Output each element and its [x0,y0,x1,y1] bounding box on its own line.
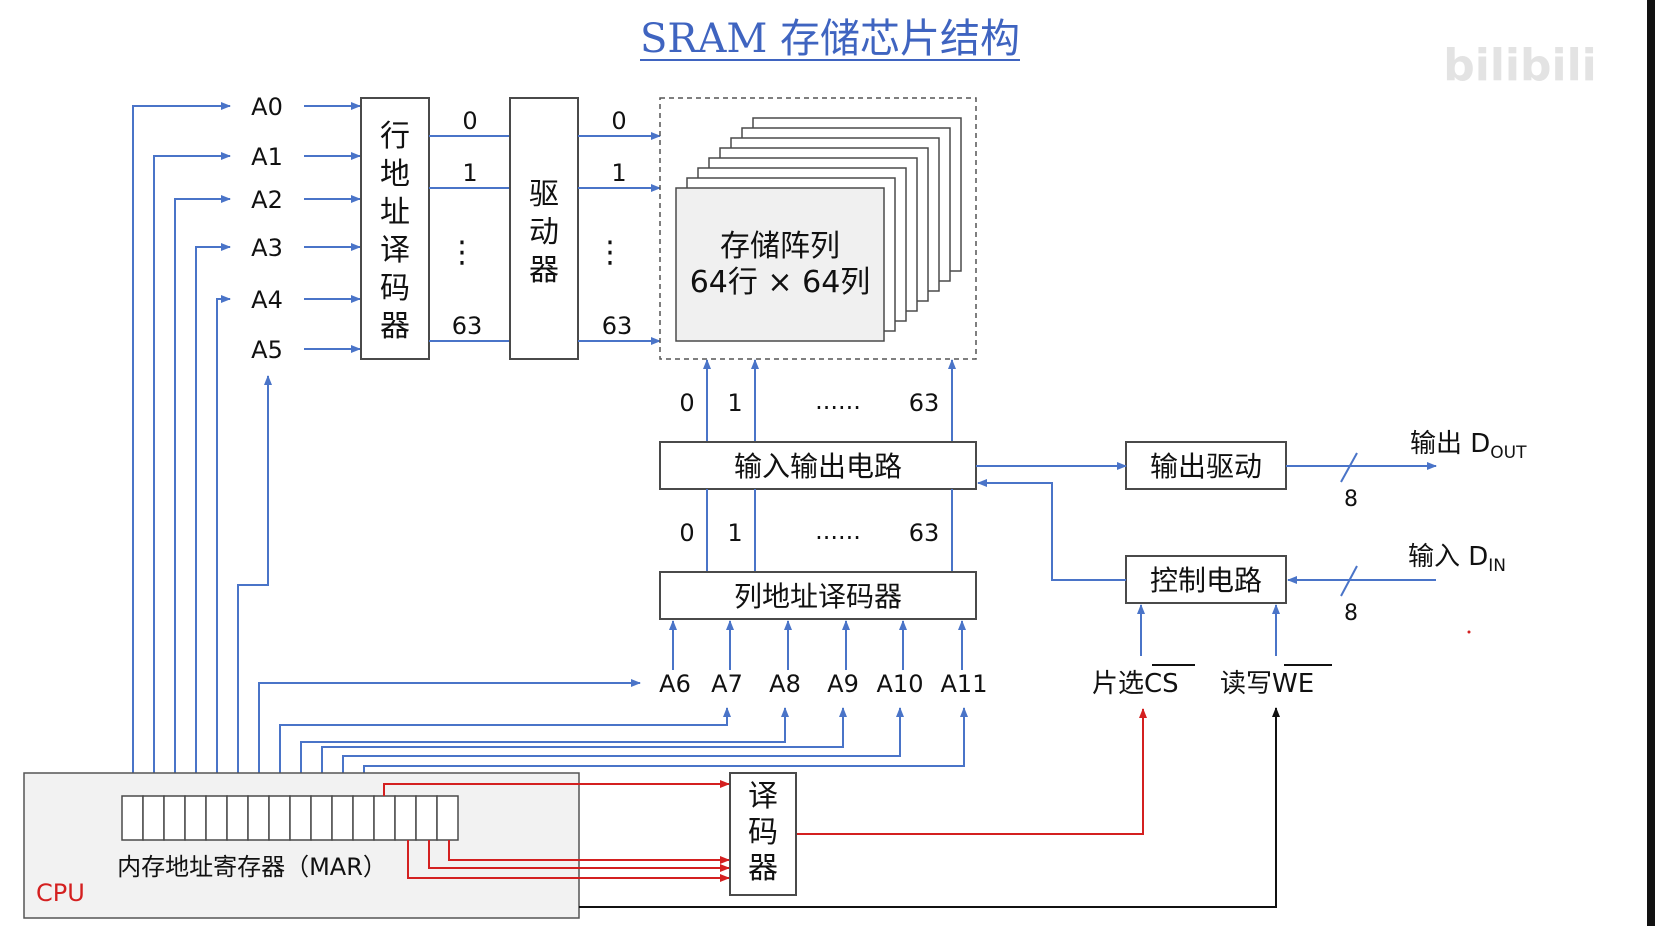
io-col-ellipsis: ...... [815,387,861,415]
io-col-63-label: 63 [909,389,940,417]
mar-bit-cell [142,795,165,841]
column-decoder-box [659,571,977,620]
array-row-63-label: 63 [602,312,633,340]
mar-bit-cell [289,795,312,841]
array-row-0-label: 0 [611,107,626,135]
mar-register [121,795,459,841]
row-line-63-label: 63 [452,312,483,340]
array-row-1-label: 1 [611,159,626,187]
cpu-to-we-wire [579,707,1280,908]
pin-a10: A10 [877,670,924,698]
pin-a5: A5 [251,336,283,364]
mar-bit-cell [247,795,270,841]
pin-a2: A2 [251,186,283,214]
row-decoder-box [360,97,430,360]
row-address-wires [132,102,361,796]
pin-a3: A3 [251,234,283,262]
mar-bit-cell [163,795,186,841]
mar-bit-cell [373,795,396,841]
io-circuit-label: 输入输出电路 [734,450,902,483]
mar-bit-cell [415,795,438,841]
pin-a7: A7 [711,670,743,698]
mar-bit-cell [268,795,291,841]
array-rows-ellipsis: ⋮ [595,235,625,270]
memory-array-front-plane [675,187,885,342]
right-edge-bar [1647,0,1655,926]
mar-bit-cell [184,795,207,841]
row-lines-decoder-to-driver [429,135,510,342]
pin-a9: A9 [827,670,859,698]
row-decoder-label: 行地址译码器 [380,119,410,344]
decoder-box [729,772,797,896]
io-circuit-box [659,441,977,490]
mar-bit-cell [394,795,417,841]
control-circuit-label: 控制电路 [1150,564,1262,597]
io-col-0-label: 0 [679,389,694,417]
dec-col-63-label: 63 [909,519,940,547]
pin-a6: A6 [659,670,691,698]
decoder-label: 译码器 [748,779,778,886]
dec-col-1-label: 1 [727,519,742,547]
column-lines-bottom [706,489,953,572]
output-driver-box [1125,441,1287,490]
memory-array-title: 存储阵列 [720,229,840,264]
mar-bit-cell [352,795,375,841]
mar-label: 内存地址寄存器（MAR） [117,853,387,881]
cpu-label: CPU [36,879,85,907]
mar-bit-cell [226,795,249,841]
diagram-title: SRAM 存储芯片结构 [640,16,1020,62]
mar-bit-cell [121,795,144,841]
output-driver-label: 输出驱动 [1150,450,1262,483]
memory-array-planes [675,117,962,342]
pin-a1: A1 [251,143,283,171]
driver-label: 驱动器 [529,177,559,288]
mar-bit-cell [331,795,354,841]
dec-col-0-label: 0 [679,519,694,547]
decoder-input-wires [383,708,1147,882]
row-lines-ellipsis: ⋮ [447,235,477,270]
mar-bit-cell [310,795,333,841]
mar-bit-cell [436,795,459,841]
output-bus-width: 8 [1344,487,1358,512]
input-bus-width: 8 [1344,601,1358,626]
row-line-1-label: 1 [462,159,477,187]
column-decoder-label: 列地址译码器 [734,580,902,613]
dec-col-ellipsis: ...... [815,517,861,545]
cpu-box [23,772,580,919]
io-col-1-label: 1 [727,389,742,417]
mar-bit-cell [205,795,228,841]
output-label: 输出 DOUT [1410,429,1527,463]
chip-select-label: 片选CS [1092,669,1179,699]
column-address-wires [258,620,968,796]
pin-a0: A0 [251,93,283,121]
row-lines-driver-to-array [578,132,661,345]
bilibili-watermark: bilibili [1443,40,1596,91]
row-line-0-label: 0 [462,107,477,135]
pin-a4: A4 [251,286,283,314]
driver-box [509,97,579,360]
column-lines-top [703,359,956,442]
input-label: 输入 DIN [1408,542,1506,576]
read-write-label: 读写WE [1220,669,1314,699]
stray-dot [1467,630,1471,634]
memory-array-size: 64行 × 64列 [690,265,871,300]
pin-a8: A8 [769,670,801,698]
memory-array-frame [659,97,977,360]
pin-a11: A11 [941,670,988,698]
data-path-wires [976,452,1437,656]
